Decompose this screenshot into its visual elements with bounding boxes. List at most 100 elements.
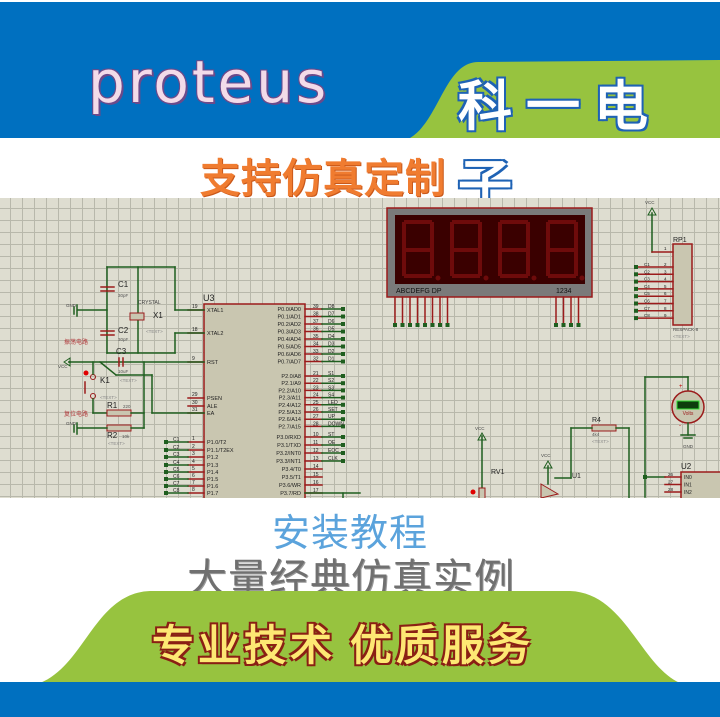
- text-placeholder: <TEXT>: [673, 334, 690, 339]
- u3-pin-name: P0.4/AD4: [277, 337, 301, 343]
- u3-pin-number: 27: [313, 414, 319, 420]
- vcc-label: VCC: [475, 426, 485, 431]
- junction: [643, 475, 647, 479]
- footer-banner: [0, 682, 720, 717]
- net-terminal: [341, 329, 345, 334]
- u3-pin-name: P1.5: [207, 477, 218, 483]
- u3-pin-name: ALE: [207, 404, 218, 410]
- net-terminal: [569, 323, 573, 327]
- vcc-label: VCC: [645, 200, 655, 205]
- net-label: C5: [644, 291, 650, 296]
- pin-number: 1: [664, 246, 667, 251]
- net-terminal: [341, 374, 345, 378]
- net-label: CLK: [328, 456, 338, 462]
- u3-pin-number: 2: [192, 444, 195, 450]
- u3-pin-name: P3.5/T1: [282, 475, 301, 481]
- u3-pin-name: P1.6: [207, 484, 218, 490]
- rv1-probe: [470, 489, 476, 495]
- digit-segments: [498, 220, 530, 278]
- pin-number: 28: [668, 487, 674, 492]
- net-label: D1: [328, 357, 335, 363]
- net-terminal: [341, 459, 345, 463]
- net-terminal: [430, 323, 435, 327]
- u3-pin-number: 38: [313, 312, 319, 318]
- op-amp-u1: [540, 483, 560, 499]
- u3-pin-number: 10: [313, 432, 319, 438]
- u3-pin-number: 13: [313, 456, 319, 462]
- text-placeholder: <TEXT>: [108, 441, 125, 446]
- u3-pin-name: P2.1/A9: [281, 381, 301, 387]
- u3-pin-name: P3.4/T0: [282, 467, 301, 473]
- u3-pin-name: P0.2/AD2: [277, 322, 301, 328]
- u3-pin-name: XTAL2: [207, 331, 223, 337]
- net-label: C7: [173, 481, 180, 487]
- u3-pin-number: 6: [192, 473, 195, 479]
- decimal-point: [435, 275, 441, 281]
- gnd-label: GND: [66, 303, 77, 308]
- u3-pin-name: P1.0/T2: [207, 440, 226, 446]
- net-label: C8: [644, 313, 650, 318]
- u3-pin-number: 26: [313, 407, 319, 413]
- net-terminal: [341, 352, 345, 356]
- net-terminal: [415, 323, 420, 327]
- u3-pin-number: 29: [192, 392, 198, 398]
- net-terminal: [445, 323, 450, 327]
- x1-ref: X1: [153, 311, 163, 320]
- u3-pin-number: 8: [192, 487, 195, 493]
- net-terminal: [341, 424, 345, 429]
- net-terminal: [634, 279, 638, 284]
- u3-pin-number: 35: [313, 334, 319, 340]
- gnd-label: GND: [66, 421, 77, 426]
- net-label: D3: [328, 342, 335, 348]
- u3-pin-name: P2.4/A12: [278, 403, 301, 409]
- k1-ref: K1: [100, 376, 110, 385]
- net-label: EOC: [328, 448, 339, 454]
- u3-pin-number: 14: [313, 464, 319, 470]
- vcc-arrow: [543, 459, 553, 469]
- net-terminal: [634, 265, 638, 269]
- header-green-wave: [410, 60, 720, 138]
- u3-pin-number: 31: [192, 407, 198, 413]
- net-label: UP: [328, 414, 336, 420]
- net-label: D6: [328, 319, 335, 325]
- net-terminal: [341, 443, 345, 447]
- r2-value: 10k: [122, 434, 130, 439]
- u3-pin-number: 33: [313, 349, 319, 355]
- rp1-type: RESPACK-8: [673, 327, 699, 332]
- net-label: S2: [328, 378, 334, 384]
- net-terminal: [341, 410, 345, 414]
- u3-pin-number: 30: [192, 400, 198, 406]
- c1-ref: C1: [118, 280, 129, 289]
- gnd-label: GND: [683, 444, 694, 449]
- u3-pin-name: P0.0/AD0: [277, 307, 301, 313]
- vcc-arrow: [647, 206, 657, 216]
- r1-value: 220: [123, 404, 131, 409]
- u3-pin-name: P1.1/T2EX: [207, 448, 234, 454]
- u2-pin-name: IN0: [684, 475, 692, 481]
- voltmeter-unit: Volts: [683, 411, 694, 417]
- u3-pin-number: 24: [313, 393, 319, 399]
- net-terminal: [341, 435, 345, 439]
- net-label: S1: [328, 371, 334, 377]
- net-terminal: [341, 381, 345, 386]
- pin-number: 2: [664, 262, 667, 267]
- net-terminal: [341, 322, 345, 326]
- text-placeholder: <TEXT>: [120, 378, 137, 383]
- u3-pin-name: P0.3/AD3: [277, 330, 301, 336]
- c1-value: 30pF: [118, 293, 129, 298]
- net-terminal: [341, 359, 345, 364]
- digit-segments: [402, 220, 434, 278]
- u3-pin-number: 28: [313, 421, 319, 427]
- net-terminal: [341, 337, 345, 341]
- text-placeholder: <TEXT>: [592, 439, 609, 444]
- net-label: C1: [173, 437, 180, 443]
- net-terminal: [164, 477, 168, 481]
- c3-value: 10uF: [118, 369, 129, 374]
- u2-ref: U2: [681, 462, 692, 471]
- k1-probe: [83, 370, 89, 376]
- u3-pin-number: 21: [313, 371, 319, 377]
- subtitle-custom-simulation: 支持仿真定制: [200, 156, 446, 202]
- u3-pin-number: 1: [192, 436, 195, 442]
- net-terminal: [408, 323, 412, 327]
- u3-pin-number: 18: [192, 327, 198, 333]
